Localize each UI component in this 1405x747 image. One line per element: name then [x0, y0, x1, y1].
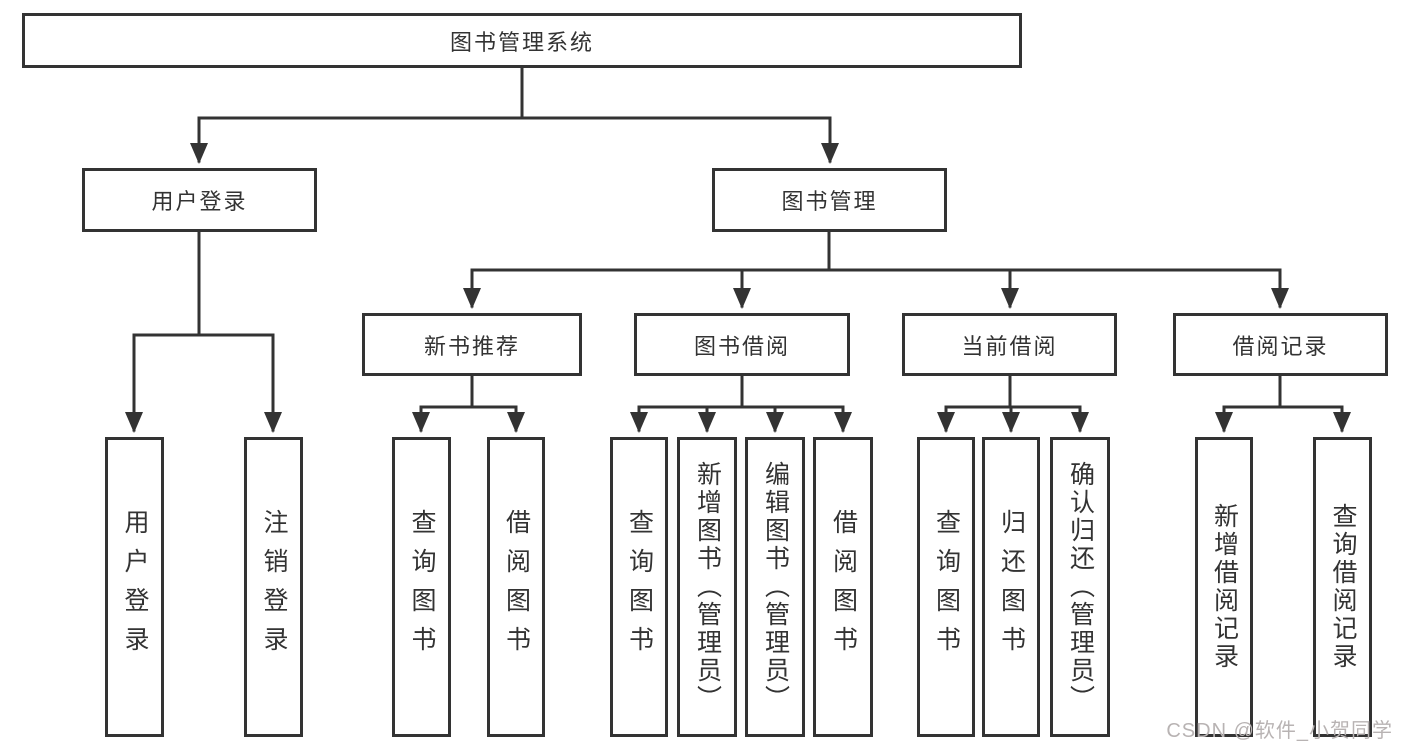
watermark: CSDN @软件_小贺同学	[1166, 720, 1393, 742]
node-borrow-records: 借阅记录	[1173, 313, 1388, 376]
leaf-user-login-label: 用户登录	[121, 509, 149, 665]
node-new-book-recommend: 新书推荐	[362, 313, 582, 376]
leaf-query-books-recommend-label: 查询图书	[408, 509, 436, 665]
leaf-borrow-books: 借阅图书	[813, 437, 873, 737]
node-book-borrow: 图书借阅	[634, 313, 850, 376]
node-user-login-label: 用户登录	[151, 189, 248, 214]
leaf-edit-books-admin-label: 编辑图书（管理员）	[761, 461, 790, 713]
leaf-borrow-books-label: 借阅图书	[829, 509, 858, 665]
leaf-add-borrow-record: 新增借阅记录	[1195, 437, 1253, 737]
node-new-book-recommend-label: 新书推荐	[423, 333, 520, 359]
leaf-query-books-borrow-label: 查询图书	[625, 509, 654, 665]
node-root: 图书管理系统	[22, 13, 1022, 68]
node-book-management-label: 图书管理	[781, 189, 878, 214]
node-user-login: 用户登录	[82, 168, 317, 232]
leaf-user-login: 用户登录	[105, 437, 164, 737]
node-borrow-records-label: 借阅记录	[1232, 333, 1329, 359]
node-root-label: 图书管理系统	[449, 29, 594, 55]
leaf-confirm-return-admin: 确认归还（管理员）	[1050, 437, 1110, 737]
leaf-borrow-books-recommend: 借阅图书	[487, 437, 545, 737]
leaf-add-borrow-record-label: 新增借阅记录	[1210, 503, 1239, 671]
leaf-edit-books-admin: 编辑图书（管理员）	[745, 437, 805, 737]
leaf-return-books: 归还图书	[982, 437, 1040, 737]
node-current-borrow-label: 当前借阅	[961, 333, 1058, 359]
leaf-query-borrow-record: 查询借阅记录	[1313, 437, 1372, 737]
leaf-logout: 注销登录	[244, 437, 303, 737]
node-book-borrow-label: 图书借阅	[693, 333, 790, 359]
leaf-query-books-recommend: 查询图书	[392, 437, 451, 737]
node-current-borrow: 当前借阅	[902, 313, 1117, 376]
leaf-query-borrow-record-label: 查询借阅记录	[1329, 503, 1357, 671]
leaf-query-books-borrow: 查询图书	[610, 437, 668, 737]
leaf-query-books-current: 查询图书	[917, 437, 975, 737]
leaf-query-books-current-label: 查询图书	[932, 509, 961, 665]
leaf-add-books-admin-label: 新增图书（管理员）	[693, 461, 722, 713]
node-book-management: 图书管理	[712, 168, 947, 232]
leaf-add-books-admin: 新增图书（管理员）	[677, 437, 737, 737]
leaf-return-books-label: 归还图书	[997, 509, 1026, 665]
leaf-confirm-return-admin-label: 确认归还（管理员）	[1066, 461, 1095, 713]
leaf-borrow-books-recommend-label: 借阅图书	[502, 509, 531, 665]
leaf-logout-label: 注销登录	[260, 509, 288, 665]
